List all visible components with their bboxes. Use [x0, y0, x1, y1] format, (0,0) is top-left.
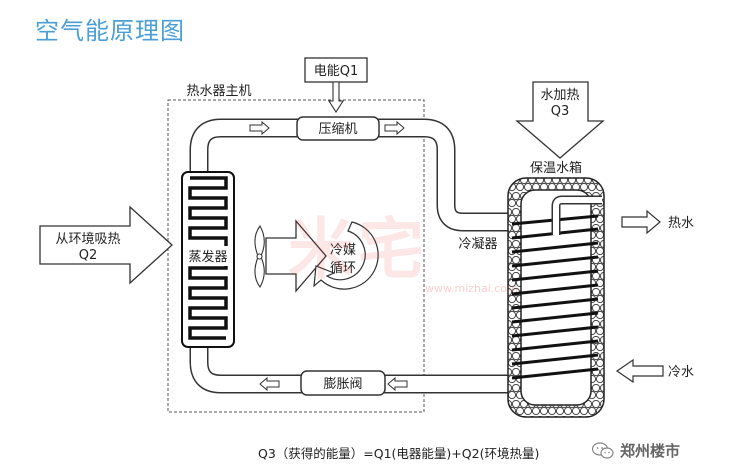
wechat-icon	[592, 441, 614, 459]
evaporator-label-bg	[184, 246, 232, 266]
insulated-tank-inner	[520, 189, 592, 406]
electric-energy-label: 电能Q1	[314, 64, 359, 79]
hot-water-arrow	[621, 209, 661, 235]
evaporator-label: 蒸发器	[188, 249, 227, 265]
diagram-title: 空气能原理图	[35, 17, 185, 45]
host-unit-boundary	[167, 99, 425, 413]
refrigerant-cycle-label-2: 循环	[330, 261, 356, 276]
refrigerant-cycle-label-1: 冷媒	[330, 243, 356, 258]
expansion-valve-box	[300, 370, 386, 396]
host-unit-label: 热水器主机	[186, 84, 251, 99]
env-heat-label: 从环境吸热	[55, 232, 120, 247]
water-heat-label: 水加热	[540, 88, 579, 103]
insulated-tank-label: 保温水箱	[530, 160, 582, 176]
energy-formula: Q3（获得的能量）=Q1(电器能量)+Q2(环境热量)	[258, 446, 540, 461]
water-heat-arrow	[515, 81, 605, 159]
condenser-label: 冷凝器	[458, 236, 497, 252]
hot-water-label: 热水	[668, 216, 694, 231]
electric-energy-box	[304, 57, 368, 83]
airflow-arrow	[265, 219, 327, 293]
flow-arrows	[249, 120, 408, 392]
water-heat-q3: Q3	[551, 104, 570, 119]
refrigerant-pipe	[189, 118, 512, 394]
brand-badge: 郑州楼市	[592, 440, 680, 461]
env-heat-q2: Q2	[79, 248, 98, 263]
watermark-url: www.mizhai.com	[425, 282, 518, 295]
condenser-label-bg	[452, 234, 502, 252]
electric-energy-arrow	[327, 81, 345, 114]
env-heat-arrow	[39, 205, 173, 285]
fan-icon	[254, 224, 265, 289]
compressor-label: 压缩机	[318, 121, 357, 137]
expansion-valve-label: 膨胀阀	[323, 377, 362, 392]
condenser-coil	[511, 214, 599, 380]
cold-water-arrow	[615, 358, 664, 384]
compressor-box	[296, 116, 380, 141]
refrigerant-cycle-arrow	[313, 221, 379, 290]
brand-name: 郑州楼市	[620, 442, 681, 460]
watermark: 米宅	[288, 211, 428, 288]
cold-water-label: 冷水	[668, 365, 694, 380]
